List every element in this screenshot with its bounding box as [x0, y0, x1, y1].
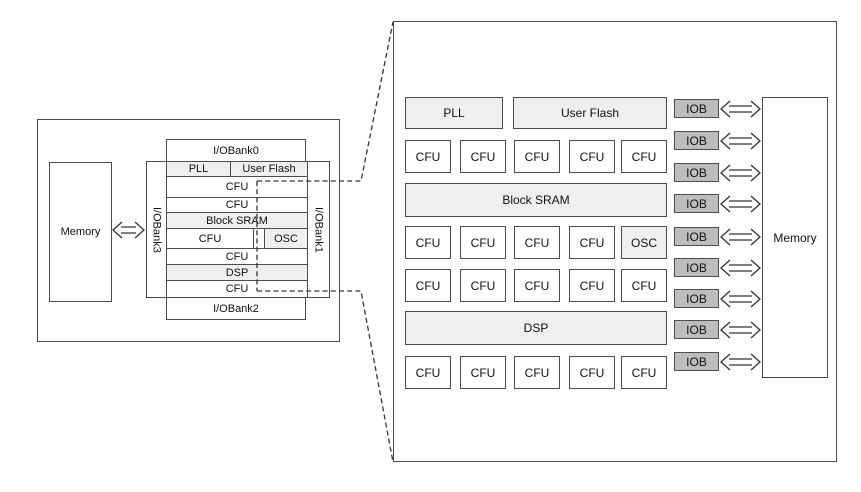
cfu-block: CFU [569, 140, 615, 173]
double-arrow-icon [720, 259, 761, 277]
iobank3-strip: I/OBank3 [147, 162, 167, 297]
chip-row-cfu: CFU [167, 281, 307, 297]
row-gap [254, 229, 264, 248]
cfu-block: CFU [569, 269, 615, 302]
double-arrow-icon [720, 228, 761, 246]
block-sram-block: Block SRAM [167, 213, 307, 228]
cfu-block: CFU [225, 199, 249, 211]
cfu-block: CFU [514, 356, 560, 389]
cfu-block: CFU [225, 283, 249, 295]
iob-block: IOB [674, 258, 719, 277]
right-detail-box: PLL User Flash CFU CFU CFU CFU CFU Block… [393, 21, 837, 462]
cfu-block: CFU [621, 356, 667, 389]
iob-block: IOB [674, 289, 719, 308]
user-flash-block: User Flash [513, 97, 667, 129]
memory-label-left: Memory [60, 226, 101, 238]
iobank0-label: I/OBank0 [213, 144, 259, 157]
chip-row-block-sram: Block SRAM [167, 213, 307, 229]
iob-block: IOB [674, 131, 719, 150]
user-flash-block: User Flash [231, 162, 307, 176]
left-outer-box [37, 119, 340, 342]
double-arrow-icon [720, 164, 761, 182]
double-arrow-icon [720, 132, 761, 150]
double-arrow-icon [720, 290, 761, 308]
cfu-block: CFU [405, 356, 451, 389]
cfu-block: CFU [514, 269, 560, 302]
chip-row-pll-userflash: PLL User Flash [167, 162, 307, 177]
chip-row-dsp: DSP [167, 265, 307, 281]
double-arrow-icon [112, 221, 145, 239]
cfu-block: CFU [514, 140, 560, 173]
cfu-block: CFU [621, 269, 667, 302]
dsp-block: DSP [167, 265, 307, 280]
memory-box-right: Memory [762, 97, 828, 378]
osc-block: OSC [264, 229, 307, 248]
iobank2-label: I/OBank2 [213, 302, 259, 315]
iob-block: IOB [674, 320, 719, 339]
memory-box-left: Memory [49, 162, 112, 302]
chip-row-cfu: CFU [167, 177, 307, 198]
double-arrow-icon [720, 321, 761, 339]
chip-row-cfu: CFU [167, 198, 307, 213]
chip-row-cfu-osc: CFU OSC [167, 229, 307, 249]
iobank1-label: I/OBank1 [312, 206, 325, 253]
cfu-block: CFU [405, 269, 451, 302]
cfu-block: CFU [460, 140, 506, 173]
double-arrow-icon [720, 195, 761, 213]
cfu-block: CFU [621, 140, 667, 173]
dsp-block: DSP [405, 311, 667, 345]
cfu-block: CFU [225, 181, 249, 193]
pll-block: PLL [167, 162, 231, 176]
iob-block: IOB [674, 194, 719, 213]
chip-row-cfu: CFU [167, 249, 307, 265]
osc-block: OSC [621, 226, 667, 259]
iob-block: IOB [674, 99, 719, 118]
chip-band-box: I/OBank3 PLL User Flash CFU CFU Block SR… [146, 161, 330, 298]
iobank1-strip: I/OBank1 [307, 162, 329, 297]
cfu-block: CFU [167, 229, 254, 248]
iobank3-label: I/OBank3 [150, 206, 163, 253]
chip-core-rows: PLL User Flash CFU CFU Block SRAM CFU OS… [167, 162, 307, 297]
cfu-block: CFU [460, 226, 506, 259]
cfu-block: CFU [405, 140, 451, 173]
iobank2-box: I/OBank2 [166, 297, 306, 320]
pll-block: PLL [405, 97, 503, 129]
memory-label-right: Memory [773, 230, 817, 245]
cfu-block: CFU [405, 226, 451, 259]
iob-block: IOB [674, 227, 719, 246]
iob-block: IOB [674, 163, 719, 182]
double-arrow-icon [720, 100, 761, 118]
cfu-block: CFU [514, 226, 560, 259]
iobank0-box: I/OBank0 [166, 139, 306, 162]
cfu-block: CFU [569, 226, 615, 259]
cfu-block: CFU [569, 356, 615, 389]
double-arrow-icon [720, 353, 761, 371]
block-sram-block: Block SRAM [405, 183, 667, 217]
iob-block: IOB [674, 352, 719, 371]
cfu-block: CFU [225, 250, 249, 263]
cfu-block: CFU [460, 269, 506, 302]
cfu-block: CFU [460, 356, 506, 389]
